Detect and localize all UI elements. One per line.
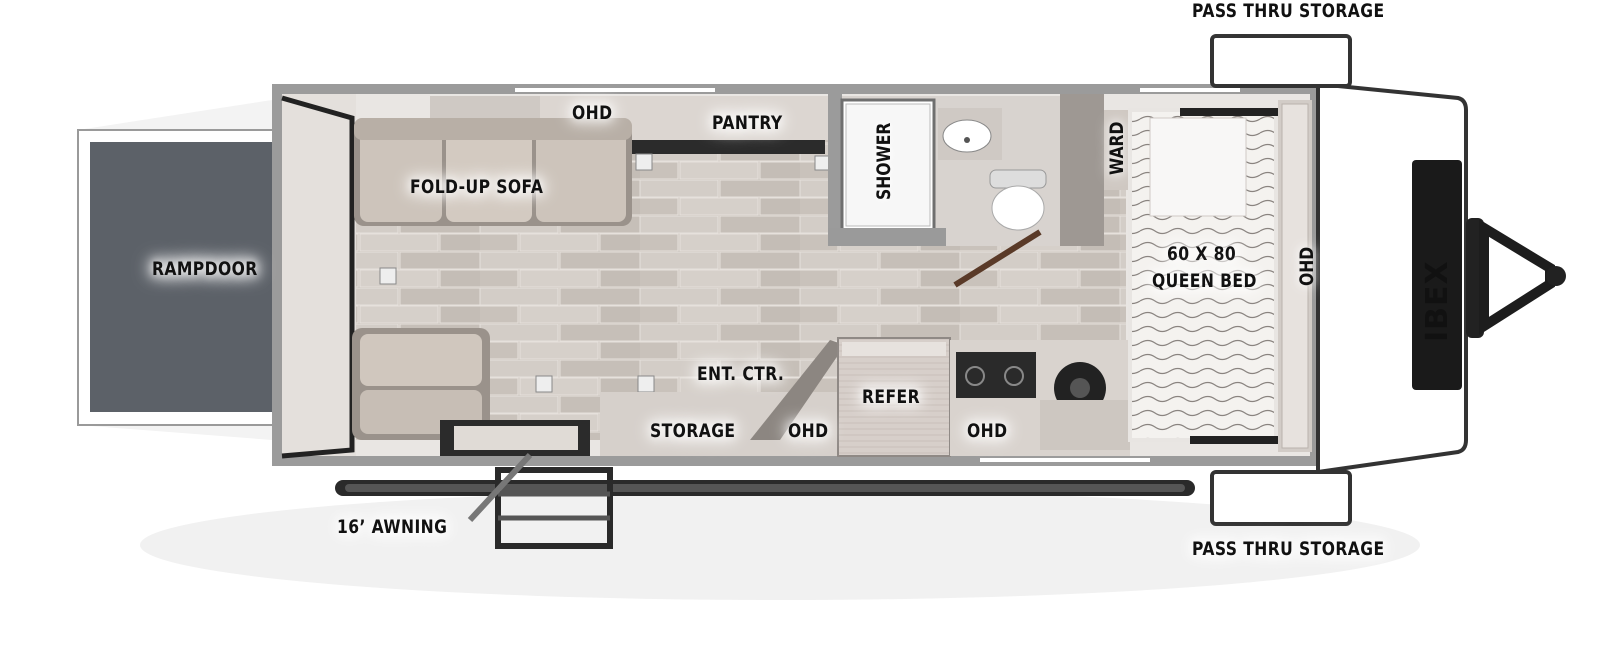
label-shower: SHOWER (873, 122, 895, 200)
pass-thru-storage-bottom (1210, 470, 1352, 526)
front-cap (1316, 81, 1468, 475)
ground-shadow (140, 490, 1420, 600)
lower-counter (440, 340, 845, 456)
toilet-icon (989, 169, 1047, 231)
label-pass-thru-storage-top: PASS THRU STORAGE (1192, 0, 1385, 22)
label-ent-ctr: ENT. CTR. (697, 363, 785, 385)
stove-icon (956, 352, 1036, 398)
bed-icon (1128, 100, 1312, 452)
label-storage: STORAGE (650, 420, 736, 442)
rear-entry (282, 94, 356, 456)
bathroom (828, 94, 1140, 288)
label-pass-thru-storage-bottom: PASS THRU STORAGE (1192, 538, 1385, 560)
awning-icon (335, 480, 1195, 496)
label-fold-up-sofa: FOLD-UP SOFA (410, 176, 544, 198)
ramp-door (77, 100, 279, 440)
label-ramp-door: RAMPDOOR (152, 258, 258, 280)
label-queen-bed: QUEEN BED (1152, 270, 1257, 292)
label-ohd-kitchen: OHD (967, 420, 1008, 442)
label-ohd-front: OHD (1296, 246, 1318, 286)
label-awning: 16’ AWNING (337, 516, 448, 538)
label-pantry: PANTRY (712, 112, 783, 134)
sofa-icon (354, 118, 632, 226)
refrigerator-icon (837, 337, 951, 457)
label-ohd-mid: OHD (788, 420, 829, 442)
label-bed-size: 60 X 80 (1167, 243, 1237, 265)
brand-logo: IBEX (1420, 260, 1455, 342)
hitch-icon (1466, 218, 1566, 338)
kitchen-counter (950, 340, 1130, 456)
steps-icon (467, 452, 613, 549)
label-ohd-top: OHD (572, 102, 613, 124)
label-refer: REFER (862, 386, 920, 408)
pass-thru-storage-top (1210, 34, 1352, 88)
label-ward: WARD (1106, 121, 1128, 175)
